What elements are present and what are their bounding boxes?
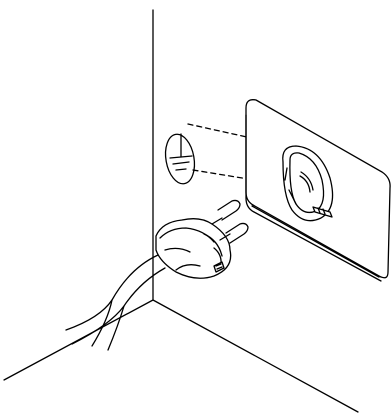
earth-ground-icon [164, 133, 196, 185]
plug-body [155, 218, 232, 279]
plug-pin-lower [225, 222, 249, 244]
ground-connection-dashes [187, 123, 293, 186]
wall-socket [245, 99, 391, 282]
plug-pin-upper [217, 199, 241, 221]
power-cord [65, 254, 166, 351]
power-plug [155, 199, 249, 279]
floor-right-line [152, 299, 359, 413]
